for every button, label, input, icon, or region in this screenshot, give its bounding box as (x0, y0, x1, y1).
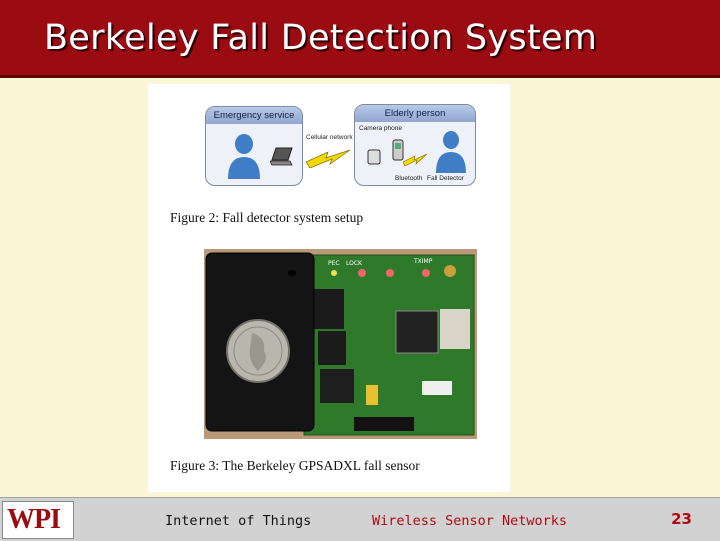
lightning-bolt-icon (306, 149, 350, 169)
page-number: 23 (671, 510, 692, 528)
title-bar: Berkeley Fall Detection System (0, 0, 720, 78)
slide-title: Berkeley Fall Detection System (44, 18, 598, 58)
wpi-logo-text: WPI (7, 504, 61, 535)
board-label: LOCK (346, 260, 363, 267)
figure-page: Emergency service Cellular network Elder… (148, 84, 510, 492)
figure-3-caption: Figure 3: The Berkeley GPSADXL fall sens… (170, 458, 420, 473)
elderly-person-title: Elderly person (355, 105, 475, 122)
camera-phone-label: Camera phone (359, 125, 402, 132)
board-label: PEC (328, 260, 340, 267)
laptop-icon (270, 147, 293, 166)
fall-detector-label: Fall Detector (427, 175, 464, 182)
person-icon (228, 134, 260, 179)
bluetooth-label: Bluetooth (395, 175, 423, 182)
emergency-service-panel: Emergency service (205, 106, 303, 186)
elderly-person-panel: Elderly person Camera phone Bluetooth Fa… (354, 104, 476, 186)
figure-2-caption: Figure 2: Fall detector system setup (170, 210, 364, 225)
elderly-person-icon (436, 131, 466, 173)
wpi-logo: WPI (2, 501, 74, 539)
emergency-service-title: Emergency service (206, 107, 302, 124)
footer-bar: WPI Internet of Things Wireless Sensor N… (0, 497, 720, 541)
footer-left-text: Internet of Things (165, 513, 312, 529)
footer-center-text: Wireless Sensor Networks (372, 513, 568, 529)
cellular-network-label: Cellular network (306, 134, 353, 141)
board-label: TXIMP (413, 258, 433, 265)
small-lightning-icon (403, 153, 427, 167)
fall-sensor-photo: PEC LOCK TXIMP (204, 249, 477, 439)
phone-icon (367, 149, 381, 165)
camera-phone-icon (392, 139, 404, 161)
